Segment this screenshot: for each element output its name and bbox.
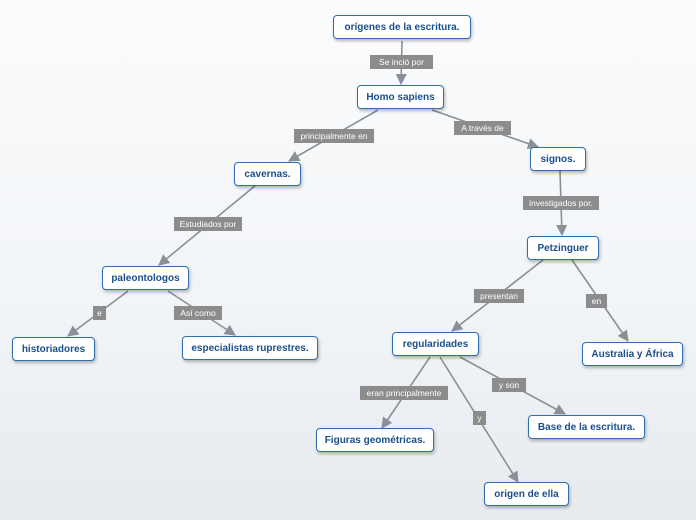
node-historiadores[interactable]: historiadores <box>12 337 95 361</box>
link-label-en: en <box>586 294 607 308</box>
link-label-principalmente-en: principalmente en <box>294 129 374 143</box>
node-australia-africa[interactable]: Australia y África <box>582 342 683 366</box>
link-label-y: y <box>473 411 486 425</box>
node-petzinguer[interactable]: Petzinguer <box>527 236 599 260</box>
link-label-asi-como: Así como <box>174 306 222 320</box>
link-label-estudiados-por: Estudiados por <box>174 217 242 231</box>
node-base-escritura[interactable]: Base de la escritura. <box>528 415 645 439</box>
link-label-se-inicio: Se inció por <box>370 55 433 69</box>
node-regularidades[interactable]: regularidades <box>392 332 479 356</box>
node-homo-sapiens[interactable]: Homo sapiens <box>357 85 444 109</box>
link-label-e: e <box>93 306 106 320</box>
node-especialistas-ruprestres[interactable]: especialistas ruprestres. <box>182 336 318 360</box>
link-label-y-son: y son <box>492 378 526 392</box>
link-label-presentan: presentan <box>474 289 524 303</box>
node-origenes-escritura[interactable]: orígenes de la escritura. <box>333 15 471 39</box>
link-label-a-traves-de: A través de <box>454 121 511 135</box>
link-label-eran-principalmente: eran principalmente <box>360 386 448 400</box>
node-origen-ella[interactable]: origen de ella <box>484 482 569 506</box>
node-paleontologos[interactable]: paleontologos <box>102 266 189 290</box>
link-label-investigados-por: investigados por. <box>523 196 599 210</box>
node-figuras-geometricas[interactable]: Figuras geométricas. <box>316 428 434 452</box>
node-signos[interactable]: signos. <box>530 147 586 171</box>
node-cavernas[interactable]: cavernas. <box>234 162 301 186</box>
